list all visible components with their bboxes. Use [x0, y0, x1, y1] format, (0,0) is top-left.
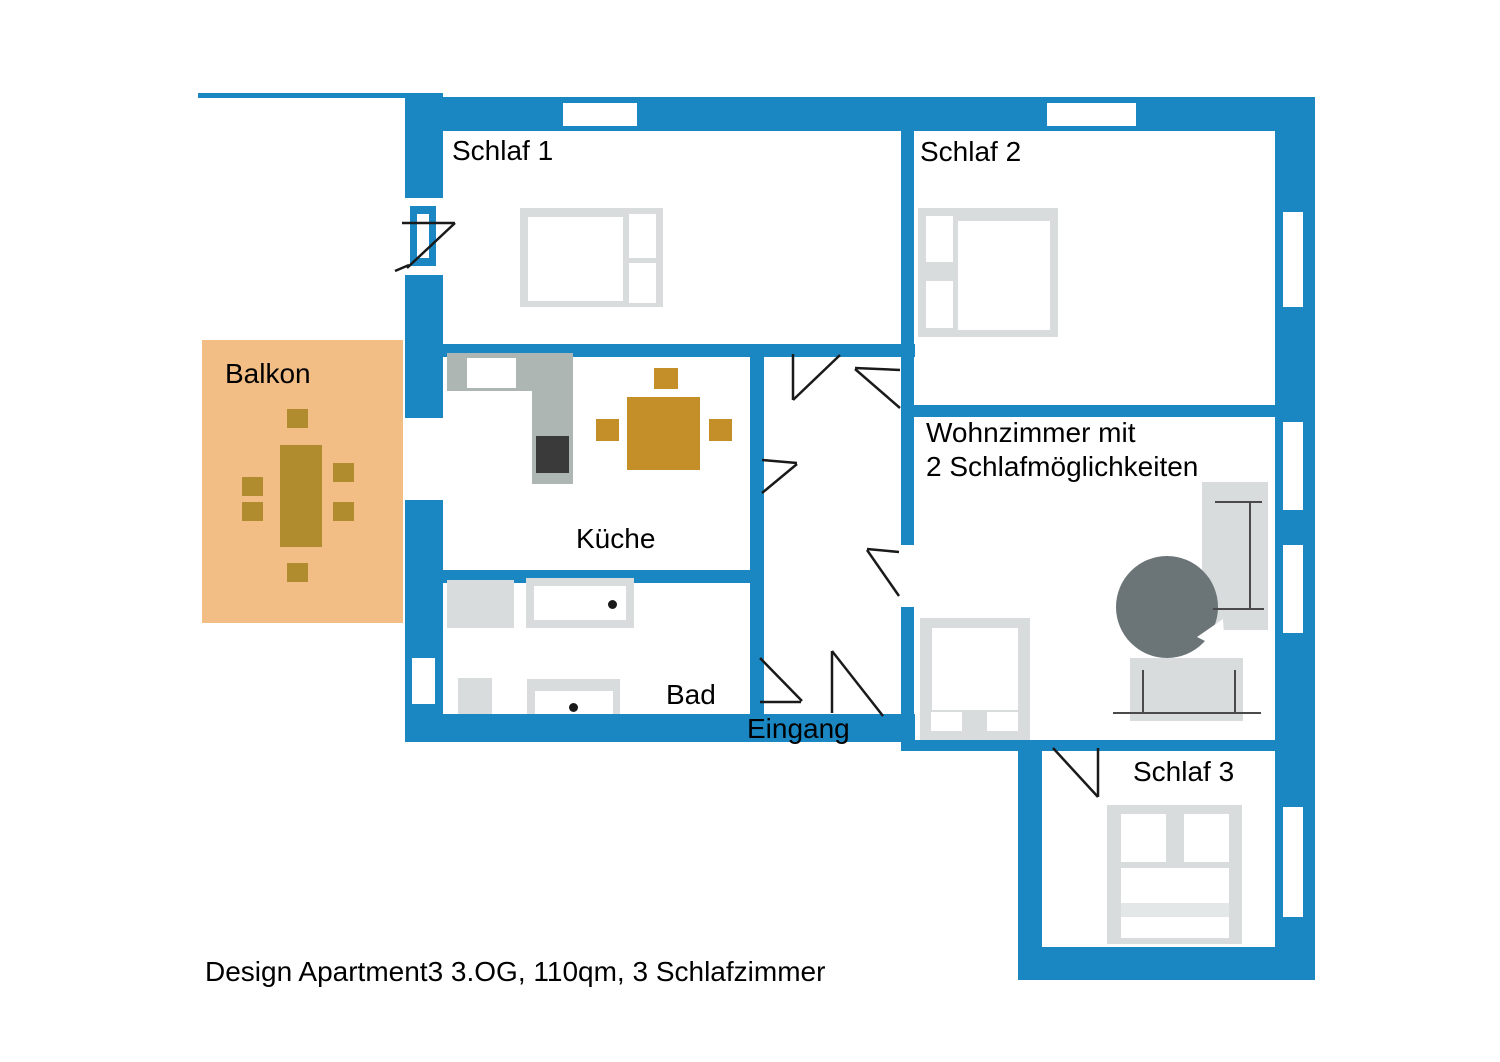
- door-swing-eingang: [831, 650, 884, 717]
- bathroom-basin-inner: [535, 691, 613, 714]
- wohnzimmer-sofa-cushion-2: [987, 712, 1018, 731]
- balcony-chair-top: [287, 409, 308, 428]
- window-top-schlaf1: [563, 103, 637, 126]
- wall-schlaf3-bottom: [1018, 947, 1315, 980]
- label-schlaf1: Schlaf 1: [452, 135, 554, 166]
- kitchen-chair-right: [709, 419, 732, 441]
- balcony-chair-left-1: [242, 477, 263, 496]
- door-swing-wohnzimmer: [866, 547, 900, 554]
- wall-left-lower: [405, 500, 443, 742]
- wall-top-thin-line: [198, 93, 443, 98]
- wall-schlaf3-left: [1018, 740, 1042, 980]
- door-swing-schlaf2: [854, 366, 901, 372]
- window-right-wohnzimmer-1: [1283, 422, 1303, 510]
- kitchen-chair-top: [654, 368, 678, 389]
- wall-bottom-left-section: [405, 714, 915, 742]
- label-wohnzimmer: Wohnzimmer mit 2 Schlafmöglichkeiten: [926, 416, 1198, 484]
- bed-schlaf2-mattress: [958, 221, 1050, 330]
- bed-schlaf2-pillow-1: [926, 216, 953, 262]
- bathroom-basin-drain: [569, 703, 578, 712]
- wall-divider-kueche-bad: [405, 570, 764, 583]
- bathroom-shower: [447, 580, 514, 628]
- door-swing-entry-door: [394, 263, 410, 273]
- balcony-chair-bottom: [287, 563, 308, 582]
- wohnzimmer-sofa-cushion-1: [931, 712, 962, 731]
- label-balkon: Balkon: [225, 358, 311, 389]
- label-bad: Bad: [666, 679, 716, 710]
- balcony-chair-left-2: [242, 502, 263, 521]
- balcony-chair-right-1: [333, 463, 354, 482]
- label-schlaf2: Schlaf 2: [920, 136, 1022, 167]
- bed-schlaf2-pillow-2: [926, 281, 953, 328]
- wohnzimmer-round-chair: [1116, 556, 1218, 658]
- bed-schlaf3-fold-band: [1121, 903, 1229, 917]
- door-leaf-panel: [417, 214, 429, 258]
- wall-top: [405, 97, 1315, 131]
- kitchen-stove: [536, 436, 569, 473]
- label-kueche: Küche: [576, 523, 656, 554]
- wall-divider-schlaf2-wohnzimmer: [901, 405, 1275, 417]
- bathroom-tub-drain: [608, 600, 617, 609]
- label-schlaf3: Schlaf 3: [1133, 756, 1235, 787]
- wohnzimmer-bed-bottom: [1130, 658, 1243, 721]
- wall-left-upper: [405, 97, 443, 198]
- label-wohnzimmer-line2: 2 Schlafmöglichkeiten: [926, 451, 1199, 482]
- bed-schlaf3-pillow-2: [1184, 814, 1229, 862]
- window-left-bad: [412, 658, 435, 704]
- plan-caption: Design Apartment3 3.OG, 110qm, 3 Schlafz…: [205, 956, 826, 987]
- door-swing-bad: [759, 657, 803, 702]
- label-eingang: Eingang: [747, 713, 850, 744]
- bathroom-cabinet: [458, 678, 492, 714]
- wall-central-lower: [901, 607, 914, 742]
- window-top-schlaf2: [1047, 103, 1136, 126]
- door-swing-kueche: [761, 463, 798, 494]
- bed-schlaf3-pillow-1: [1121, 814, 1166, 862]
- bed-schlaf1-mattress: [528, 217, 623, 301]
- balcony-table: [280, 445, 322, 547]
- door-swing-schlaf3: [1052, 747, 1099, 798]
- kitchen-chair-left: [596, 419, 619, 441]
- kitchen-sink: [467, 358, 516, 388]
- kitchen-table: [627, 397, 700, 470]
- bed-schlaf1-pillow-1: [629, 214, 656, 258]
- window-right-schlaf3: [1283, 807, 1303, 917]
- balcony-chair-right-2: [333, 502, 354, 521]
- door-swing-schlaf1: [792, 354, 841, 401]
- window-right-schlaf2: [1283, 212, 1303, 307]
- door-swing-wohnzimmer: [865, 549, 901, 597]
- wall-bottom-wohnzimmer: [901, 740, 1278, 751]
- bed-schlaf1-pillow-2: [629, 263, 656, 303]
- door-swing-kueche: [761, 458, 798, 465]
- label-wohnzimmer-line1: Wohnzimmer mit: [926, 417, 1136, 448]
- window-right-wohnzimmer-2: [1283, 545, 1303, 633]
- wall-kueche-hallway: [750, 344, 764, 742]
- wohnzimmer-sofa-inner: [932, 628, 1018, 710]
- door-swing-schlaf2: [854, 368, 901, 409]
- wall-central-upper: [901, 131, 914, 545]
